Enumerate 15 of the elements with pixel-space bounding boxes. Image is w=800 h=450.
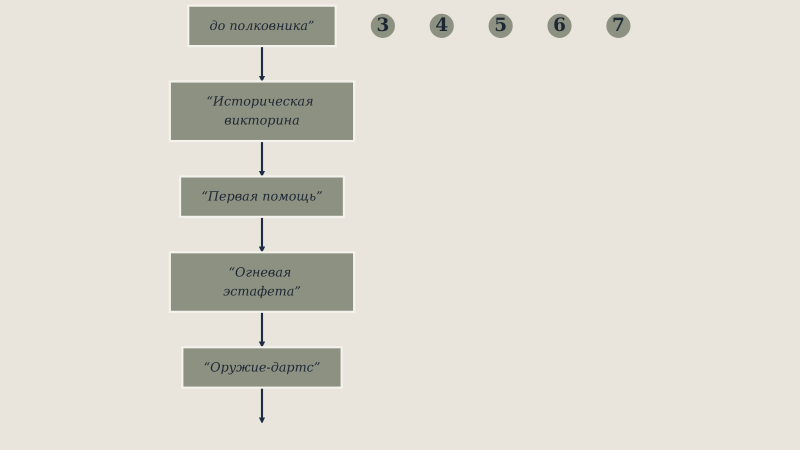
arrow [258,216,266,253]
arrow [258,388,266,424]
node-box: “Историческая викторина [168,80,356,142]
node-box: “Огневая эстафета” [168,251,356,313]
arrow [258,141,266,177]
arrow [258,312,266,348]
node-box: “Первая помощь” [179,175,345,218]
node-circle: 3 [370,14,395,38]
node-circle: 5 [488,14,513,38]
node-box: “Оружие-дартс” [181,346,343,389]
node-circle: 4 [430,14,454,38]
arrow [258,46,266,82]
node-circle: 7 [606,14,630,38]
node-circle: 6 [547,14,572,38]
node-box: до полковника” [187,4,337,48]
